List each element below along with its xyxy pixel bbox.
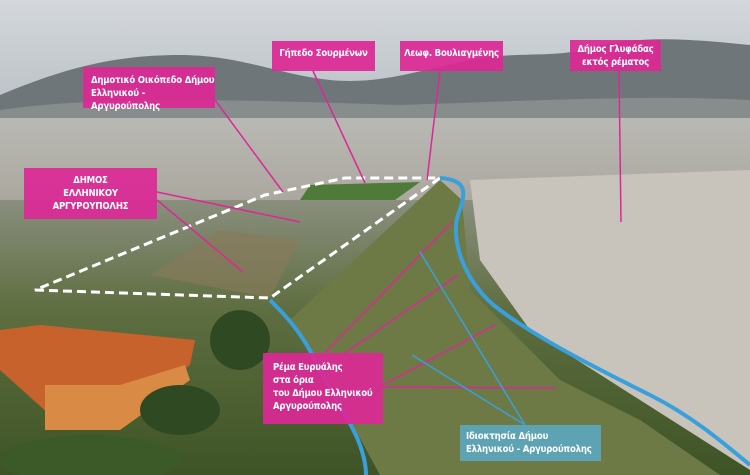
label-line: του Δήμου Ελληνικού xyxy=(273,388,373,399)
label-line: Ελληνικού - Αργυρούπολης xyxy=(466,444,592,455)
field xyxy=(300,182,420,200)
label-line: Ρέμα Ευρυάλης xyxy=(273,362,343,373)
label-line: στα όρια xyxy=(273,375,314,386)
label-line: Δημοτικό Οικόπεδο Δήμου xyxy=(91,75,215,86)
stream-corridor xyxy=(290,180,720,475)
label-stream: Ρέμα Ευρυάλης στα όρια του Δήμου Ελληνικ… xyxy=(263,353,383,424)
blue-leader-lines xyxy=(411,251,526,426)
label-ownership: Ιδιοκτησία Δήμου Ελληνικού - Αργυρούπολη… xyxy=(460,425,601,461)
right-buildings xyxy=(470,170,750,470)
label-line: Ιδιοκτησία Δήμου xyxy=(466,431,549,442)
label-line: εκτός ρέματος xyxy=(581,57,650,68)
label-line: Ελληνικού - Αργυρούπολης xyxy=(91,88,160,112)
label-stadium: Γήπεδο Σουρμένων xyxy=(272,41,375,71)
label-municipality: ΔΗΜΟΣ ΕΛΛΗΝΙΚΟΥ ΑΡΓΥΡΟΥΠΟΛΗΣ xyxy=(24,168,157,219)
label-municipal-plot: Δημοτικό Οικόπεδο Δήμου Ελληνικού - Αργυ… xyxy=(83,67,215,112)
municipal-boundary-outline xyxy=(34,176,445,300)
label-line: ΑΡΓΥΡΟΥΠΟΛΗΣ xyxy=(52,201,129,212)
stream-line-right xyxy=(439,176,750,467)
label-line: Λεωφ. Βουλιαγμένης xyxy=(404,48,499,59)
label-glyfada: Δήμος Γλυφάδας εκτός ρέματος xyxy=(570,40,661,71)
label-avenue: Λεωφ. Βουλιαγμένης xyxy=(400,41,503,71)
label-line: ΔΗΜΟΣ xyxy=(73,175,108,186)
label-line: ΕΛΛΗΝΙΚΟΥ xyxy=(63,188,118,199)
label-line: Δήμος Γλυφάδας xyxy=(577,44,654,55)
label-line: Γήπεδο Σουρμένων xyxy=(279,48,368,59)
pink-leader-lines xyxy=(156,70,622,389)
label-line: Αργυρούπολης xyxy=(273,401,342,412)
